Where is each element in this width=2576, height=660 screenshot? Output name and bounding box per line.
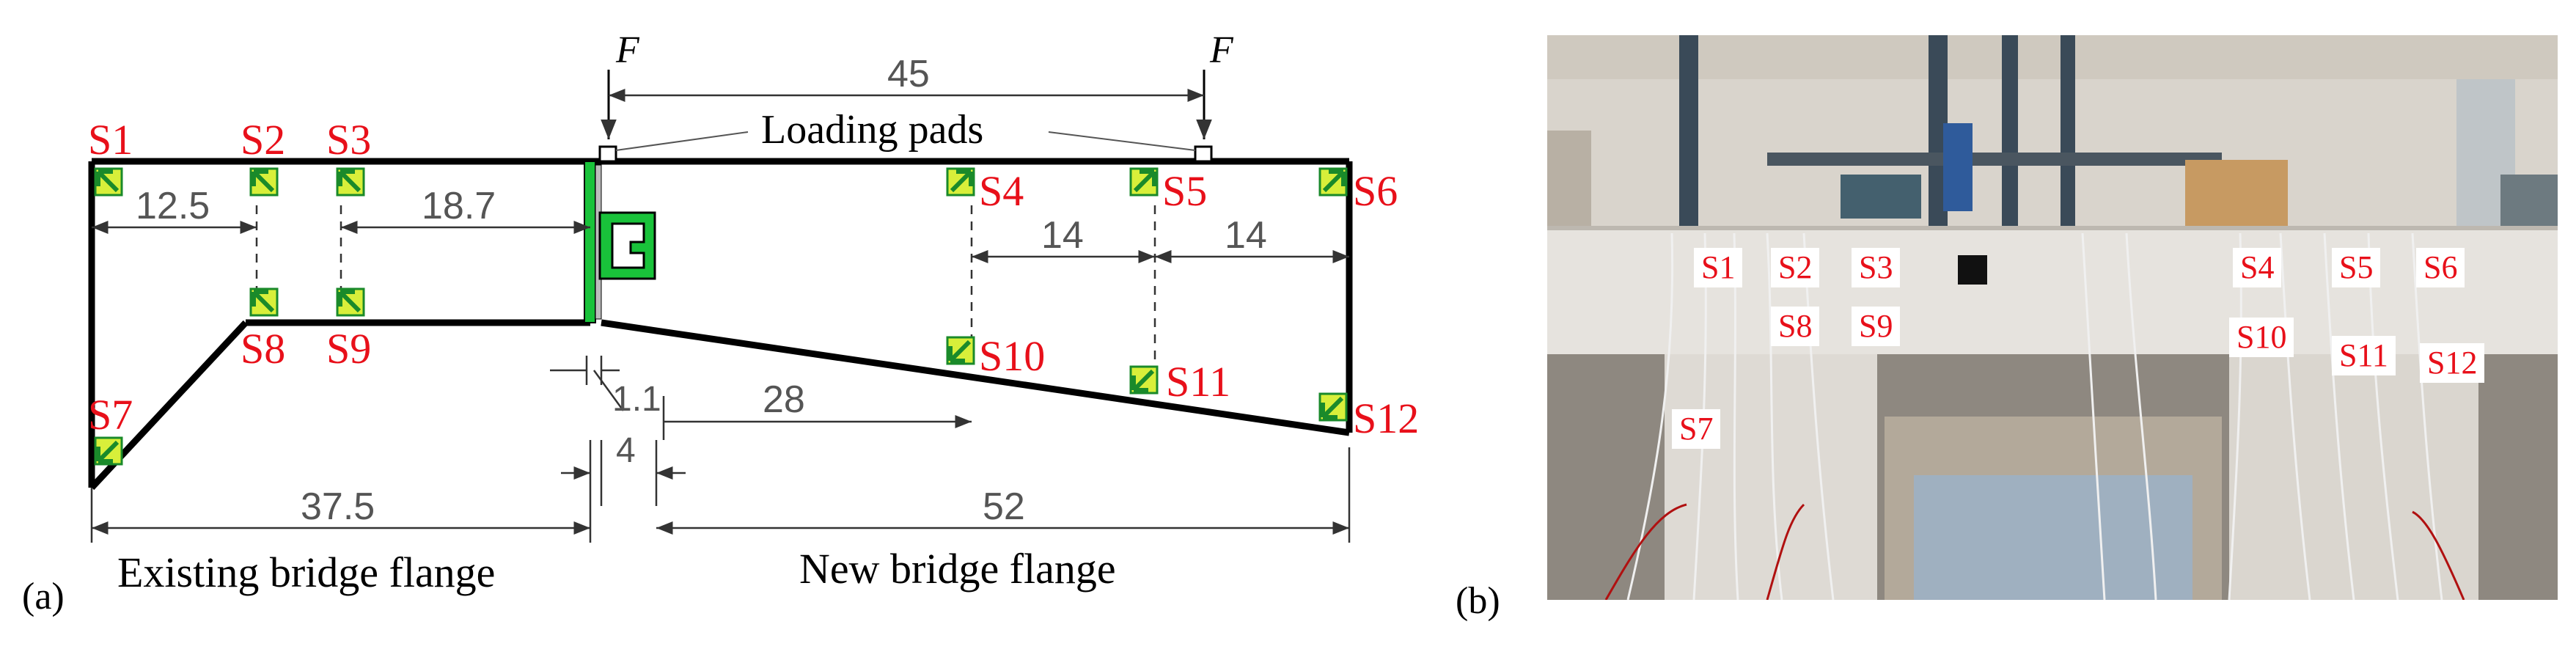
dimension-1-1 [550, 356, 625, 411]
sensor-label-s12: S12 [1353, 395, 1419, 442]
svg-text:18.7: 18.7 [422, 185, 496, 227]
photo-sensor-label-s1: S1 [1694, 248, 1743, 288]
loading-pads [598, 70, 1213, 163]
gauge-s7 [95, 438, 122, 464]
dimension-4 [561, 440, 686, 506]
sensor-label-s10: S10 [979, 332, 1045, 380]
gauge-s11 [1131, 367, 1157, 393]
sensor-label-s8: S8 [241, 325, 285, 373]
test-setup-scene [1547, 35, 2558, 600]
photo-sensor-label-s12: S12 [2420, 343, 2485, 384]
strain-gauges [95, 169, 1346, 464]
test-setup-photo: S1 S2 S3 S4 S5 S6 S7 S8 S9 S10 S11 S12 [1547, 35, 2558, 600]
sensor-label-s5: S5 [1162, 167, 1207, 215]
photo-sensor-label-s5: S5 [2332, 248, 2381, 288]
sensor-label-s3: S3 [326, 116, 371, 164]
photo-sensor-label-s2: S2 [1771, 248, 1820, 288]
sensor-label-s1: S1 [88, 116, 133, 164]
dimension-14-b: 14 [1155, 214, 1349, 263]
svg-text:28: 28 [763, 378, 805, 421]
panel-b-label: (b) [1456, 580, 1500, 622]
svg-text:12.5: 12.5 [136, 185, 210, 227]
photo-sensor-label-s11: S11 [2332, 336, 2396, 376]
photo-sensor-label-s6: S6 [2416, 248, 2465, 288]
svg-text:52: 52 [983, 485, 1025, 528]
sensor-label-s4: S4 [979, 167, 1024, 215]
gauge-s2 [251, 169, 277, 195]
photo-sensor-label-s9: S9 [1852, 307, 1901, 347]
photo-sensor-label-s10: S10 [2229, 318, 2294, 358]
gauge-s4 [947, 169, 974, 195]
sensor-label-s2: S2 [241, 116, 285, 164]
sensor-label-s6: S6 [1353, 167, 1398, 215]
loading-pads-label: Loading pads [761, 107, 983, 153]
flange-schematic: F F Loading pads 45 12.5 18.7 14 14 1.1 [22, 29, 1419, 617]
dimension-12-5: 12.5 [92, 185, 257, 234]
sensor-label-s11: S11 [1166, 358, 1230, 406]
photo-sensor-label-s3: S3 [1852, 248, 1901, 288]
photo-sensor-label-s4: S4 [2233, 248, 2282, 288]
svg-text:14: 14 [1041, 214, 1084, 257]
dimension-14-a: 14 [972, 214, 1155, 263]
sensor-guide-lines [255, 205, 1156, 367]
dimension-37-5: 37.5 [90, 440, 592, 543]
panel-a-drawing: F F Loading pads 45 12.5 18.7 14 14 1.1 [22, 29, 1419, 617]
dimension-45: 45 [609, 53, 1204, 102]
dimension-1-1-label: 1.1 [612, 380, 661, 419]
gauge-s9 [337, 289, 364, 315]
dimension-4-label: 4 [616, 431, 636, 470]
svg-text:37.5: 37.5 [301, 485, 375, 528]
gauge-s6 [1320, 169, 1346, 195]
new-flange-caption: New bridge flange [799, 545, 1116, 593]
gauge-s12 [1320, 394, 1346, 420]
sensor-label-s9: S9 [326, 325, 371, 373]
force-right-label: F [1209, 29, 1234, 71]
dimension-52: 52 [656, 447, 1351, 543]
gauge-s1 [95, 169, 122, 195]
svg-text:45: 45 [887, 53, 930, 95]
svg-text:14: 14 [1225, 214, 1267, 257]
force-left-label: F [615, 29, 640, 71]
gauge-s8 [251, 289, 277, 315]
gauge-s3 [337, 169, 364, 195]
new-flange-outline [590, 158, 1353, 436]
dimension-18-7: 18.7 [341, 185, 590, 234]
sensor-label-s7: S7 [88, 391, 133, 439]
photo-sensor-label-s7: S7 [1672, 409, 1721, 450]
sensor-labels: S1 S2 S3 S4 S5 S6 S7 S8 S9 S10 S11 S12 [88, 116, 1419, 442]
joint-detail [584, 161, 656, 323]
photo-sensor-label-s8: S8 [1771, 307, 1820, 347]
dimension-28: 28 [662, 378, 972, 440]
gauge-s10 [947, 337, 974, 364]
existing-flange-caption: Existing bridge flange [117, 549, 495, 596]
panel-a-label: (a) [22, 576, 65, 617]
gauge-s5 [1131, 169, 1157, 195]
